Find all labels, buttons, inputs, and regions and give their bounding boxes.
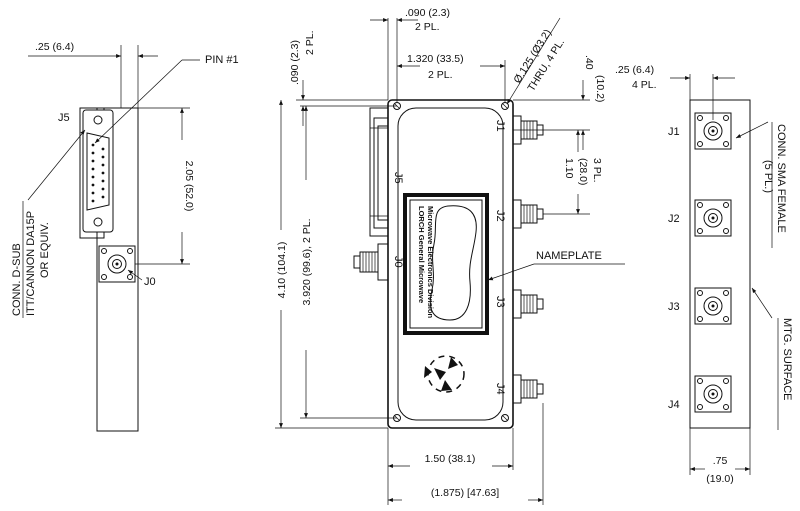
left-j0-label: J0 bbox=[144, 276, 156, 288]
left-j5-label: J5 bbox=[58, 112, 70, 124]
center-j2-sma bbox=[512, 199, 544, 229]
center-j3-sma bbox=[512, 289, 544, 319]
right-dim-25-sub: 4 PL. bbox=[632, 79, 657, 91]
center-j4-sma bbox=[512, 374, 544, 404]
right-dim-75-mm: (19.0) bbox=[706, 473, 733, 485]
pin-1-label: PIN #1 bbox=[205, 54, 239, 66]
right-j4-sma-face bbox=[694, 375, 732, 413]
dim-410: 4.10 (104.1) bbox=[276, 242, 288, 299]
j5-dsub-connector bbox=[82, 109, 114, 233]
dim-110: 1.10 bbox=[563, 158, 575, 179]
sma-callout-line-1: CONN. SMA FEMALE bbox=[775, 124, 787, 233]
right-dim-25: .25 (6.4) bbox=[615, 64, 654, 76]
dsub-callout-line-1: CONN. D-SUB bbox=[11, 243, 23, 316]
dim-150: 1.50 (38.1) bbox=[425, 453, 476, 465]
center-j3-label: J3 bbox=[494, 296, 506, 308]
center-cover-outline bbox=[397, 107, 504, 421]
nameplate-callout-label: NAMEPLATE bbox=[536, 250, 602, 262]
right-j4-label: J4 bbox=[668, 399, 680, 411]
dsub-callout-line-3: OR EQUIV. bbox=[39, 222, 51, 278]
logo-mark bbox=[424, 355, 465, 393]
nameplate-line-1: LORCH General Microwave bbox=[417, 206, 426, 303]
center-j0-sma bbox=[353, 243, 389, 281]
nameplate: LORCH General Microwave Microwave Electr… bbox=[403, 193, 489, 335]
left-height-dimension: 2.05 (52.0) bbox=[183, 161, 195, 212]
dim-40: .40 bbox=[583, 55, 595, 70]
center-j4-label: J4 bbox=[494, 383, 506, 395]
center-j5-label: J5 bbox=[392, 172, 404, 184]
dim-110-mm: (28.0) bbox=[577, 158, 589, 185]
j0-sma-connector-left bbox=[98, 245, 136, 283]
mounting-holes bbox=[393, 102, 509, 422]
dim-3920: 3.920 (99.6), 2 PL. bbox=[301, 219, 313, 306]
right-j3-label: J3 bbox=[668, 301, 680, 313]
center-j1-label: J1 bbox=[494, 120, 506, 132]
right-j2-sma-face bbox=[694, 199, 732, 237]
dim-090-top-sub: 2 PL. bbox=[415, 21, 440, 33]
dim-090-side-sub: 2 PL. bbox=[304, 30, 316, 55]
dim-090-top: .090 (2.3) bbox=[405, 7, 450, 19]
left-width-dimension: .25 (6.4) bbox=[35, 41, 74, 53]
center-j2-label: J2 bbox=[494, 210, 506, 222]
center-j5-dsub bbox=[369, 107, 389, 237]
dim-110-sub: 3 PL. bbox=[591, 158, 603, 183]
dsub-pins bbox=[91, 143, 105, 203]
right-side-view: J1 J2 J3 J4 .25 (6.4) 4 PL. CONN. SMA FE… bbox=[615, 64, 793, 485]
mounting-surface-label: MTG. SURFACE bbox=[781, 318, 793, 401]
dim-1320: 1.320 (33.5) bbox=[407, 53, 464, 65]
right-j2-label: J2 bbox=[668, 213, 680, 225]
center-top-view: J5 J0 bbox=[275, 7, 625, 505]
right-dim-75: .75 bbox=[713, 455, 728, 467]
dim-1875: (1.875) [47.63] bbox=[431, 487, 499, 499]
dsub-callout-line-2: ITT/CANNON DA15P bbox=[25, 211, 37, 316]
dim-1320-sub: 2 PL. bbox=[428, 69, 453, 81]
dim-090-side: .090 (2.3) bbox=[289, 40, 301, 85]
sma-callout-line-2: (5 PL.) bbox=[762, 160, 774, 193]
left-side-view: .25 (6.4) PIN #1 J5 2.05 (52.0) J0 CONN.… bbox=[11, 41, 239, 432]
center-j0-label: J0 bbox=[392, 256, 404, 268]
right-j1-label: J1 bbox=[668, 126, 680, 138]
right-j3-sma-face bbox=[694, 287, 732, 325]
nameplate-line-2: Microwave Electronics Division bbox=[426, 206, 435, 319]
dim-40-mm: (10.2) bbox=[594, 75, 606, 102]
